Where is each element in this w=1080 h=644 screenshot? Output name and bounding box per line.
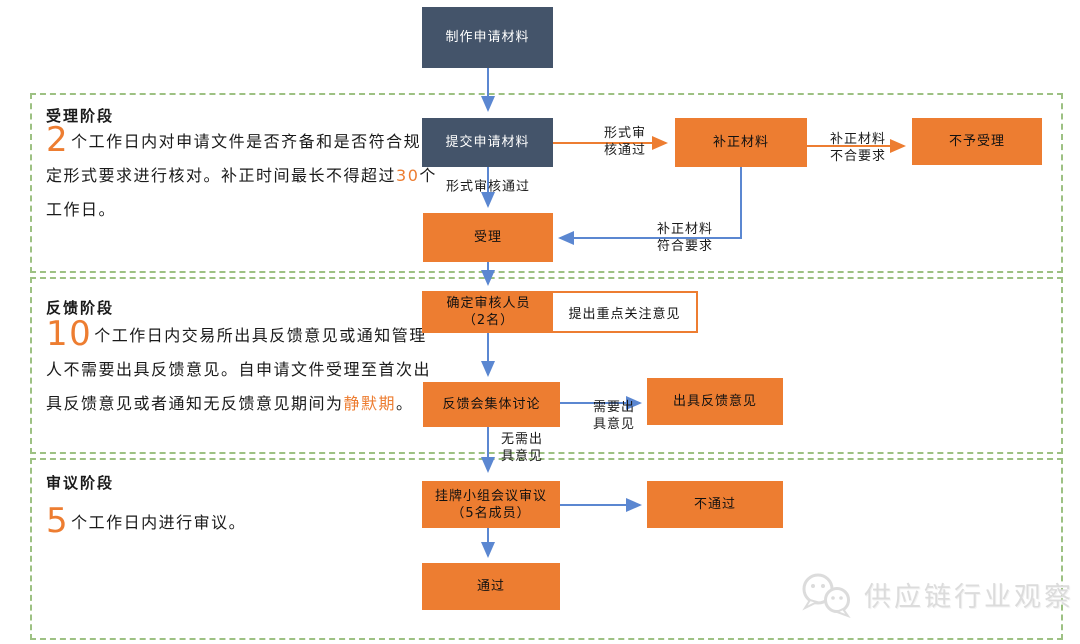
- stage-review-text: 个工作日内进行审议。: [71, 513, 247, 532]
- node-key-opinions: 提出重点关注意见: [553, 293, 696, 331]
- edge-label-supplement-bad: 补正材料 不合要求: [829, 132, 887, 164]
- big-number-days: 10: [46, 314, 93, 354]
- edge-label-no-need-opinion: 无需出 具意见: [500, 432, 544, 464]
- node-pass: 通过: [422, 563, 560, 610]
- stage-acceptance-text: 个工作日内对申请文件是否齐备和是否符合规定形式要求进行核对。补正时间最长不得超过: [46, 132, 422, 185]
- wechat-logo-icon: [802, 573, 851, 618]
- stage-acceptance-text-end: 个工作日。: [46, 166, 437, 219]
- node-accepted: 受理: [423, 213, 553, 262]
- edge-label-form-review-down: 形式审核通过: [445, 179, 531, 195]
- edge-label-need-opinion: 需要出 具意见: [592, 400, 636, 432]
- watermark-text: 供应链行业观察: [864, 581, 1074, 613]
- node-submit-materials: 提交申请材料: [422, 118, 553, 167]
- node-confirm-reviewers: 确定审核人员 （2名）: [446, 296, 531, 328]
- edge-label-supplement-ok: 补正材料 符合要求: [656, 222, 714, 254]
- stage-review-title: 审议阶段: [46, 474, 115, 492]
- stage-acceptance-title: 受理阶段: [46, 107, 115, 125]
- watermark: 供应链行业观察: [796, 570, 1074, 618]
- node-issue-feedback: 出具反馈意见: [647, 378, 783, 425]
- node-supplement-materials: 补正材料: [675, 118, 807, 167]
- node-make-materials: 制作申请材料: [422, 7, 553, 68]
- node-feedback-discussion: 反馈会集体讨论: [423, 382, 560, 427]
- node-not-accepted: 不予受理: [912, 118, 1042, 165]
- node-reviewers-combo: 确定审核人员 （2名） 提出重点关注意见: [422, 291, 698, 333]
- stage-feedback-text: 个工作日内交易所出具反馈意见或通知管理人不需要出具反馈意见。自申请文件受理至首次…: [46, 326, 432, 413]
- big-number-days: 2: [46, 120, 70, 160]
- highlight-30: 30: [396, 166, 420, 185]
- stage-feedback-title: 反馈阶段: [46, 299, 115, 317]
- node-fail: 不通过: [647, 481, 783, 528]
- node-listing-review: 挂牌小组会议审议 （5名成员）: [422, 481, 560, 528]
- highlight-quiet-period: 静默期: [343, 394, 397, 413]
- stage-feedback-text-end: 。: [396, 394, 414, 413]
- edge-label-form-review-right: 形式审 核通过: [603, 126, 647, 158]
- big-number-days: 5: [46, 501, 70, 541]
